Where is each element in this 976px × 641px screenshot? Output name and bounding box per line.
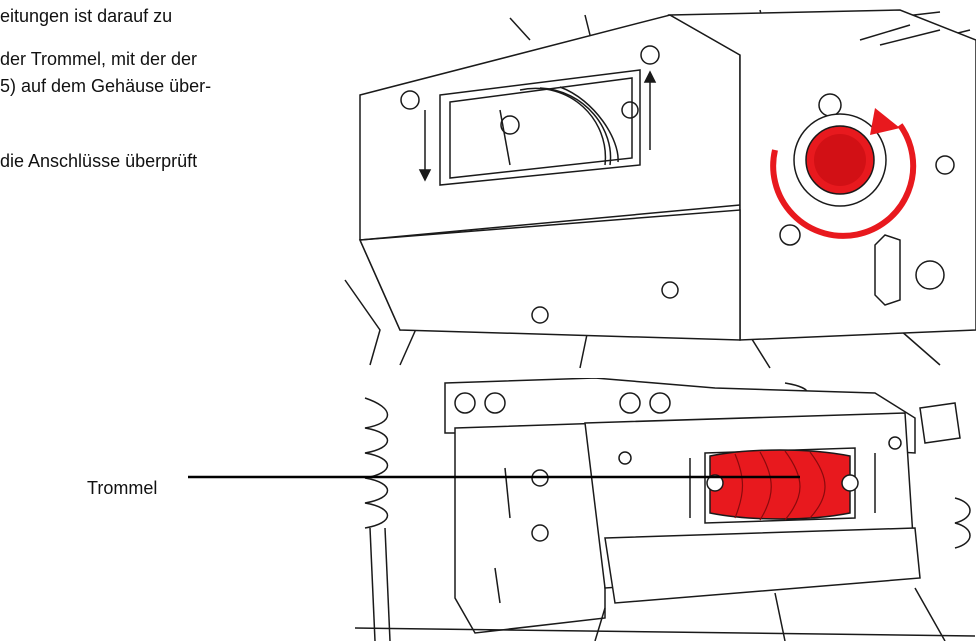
- bottom-housing-figure: [355, 378, 976, 641]
- text-line-2: der Trommel, mit der der: [0, 49, 198, 69]
- text-line-1: eitungen ist darauf zu: [0, 6, 173, 26]
- red-drum: [709, 449, 851, 521]
- text-line-3: 5) auf dem Gehäuse über-: [0, 76, 212, 96]
- top-housing-figure: [344, 9, 976, 369]
- rotation-arrow: [770, 123, 917, 239]
- callout-line: [188, 475, 800, 479]
- text-line-5: die Anschlüsse überprüft: [0, 151, 198, 171]
- callout-label-trommel: Trommel: [87, 478, 158, 498]
